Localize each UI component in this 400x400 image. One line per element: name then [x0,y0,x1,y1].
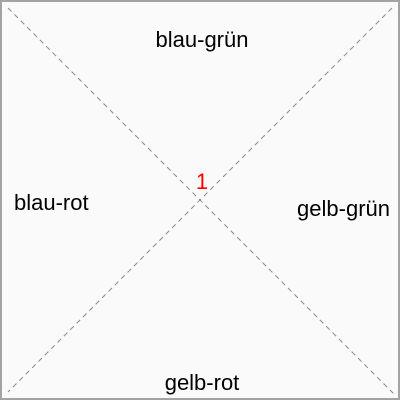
quadrant-label-bottom: gelb-rot [164,370,240,395]
quadrant-label-top: blau-grün [155,27,249,52]
center-number: 1 [195,169,209,194]
diagonal-line-top-right-to-bottom-left [7,7,393,393]
quadrant-label-left: blau-rot [14,190,89,215]
diagonal-line-top-left-to-bottom-right [7,7,395,395]
quadrant-label-right: gelb-grün [297,196,390,221]
